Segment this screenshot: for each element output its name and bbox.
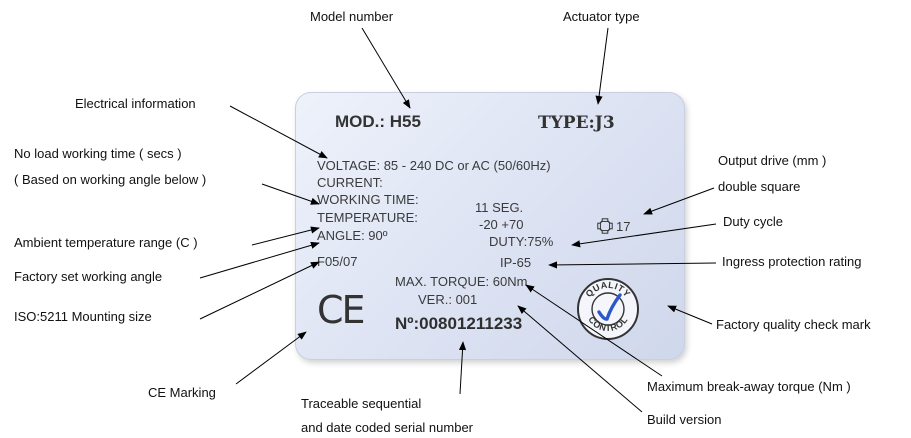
callout-output-drive-line2: double square: [718, 179, 801, 194]
arrow-model-number: [361, 27, 411, 109]
temperature-label: TEMPERATURE:: [317, 210, 418, 225]
working-time-label: WORKING TIME:: [317, 192, 419, 207]
callout-quality-check: Factory quality check mark: [716, 317, 871, 332]
quality-control-stamp: QUALITY CONTROL: [576, 277, 640, 341]
duty-text: DUTY:75%: [489, 234, 554, 249]
arrow-output-drive: [643, 187, 715, 215]
serial-number-text: Nº:00801211233: [395, 314, 523, 333]
callout-duty-cycle: Duty cycle: [723, 214, 783, 229]
callout-max-torque: Maximum break-away torque (Nm ): [647, 379, 851, 394]
double-square-icon: [597, 218, 613, 234]
callout-model-number: Model number: [310, 9, 394, 24]
callout-ambient-temperature: Ambient temperature range (C ): [14, 235, 198, 250]
callout-electrical-information: Electrical information: [75, 96, 196, 111]
ip-rating-text: IP-65: [500, 255, 532, 270]
callout-output-drive-line1: Output drive (mm ): [718, 153, 827, 168]
arrow-actuator-type: [595, 27, 609, 105]
callout-no-load-time-line1: No load working time ( secs ): [14, 146, 182, 161]
type-text: TYPE:J3: [538, 113, 615, 133]
callout-no-load-time-line2: ( Based on working angle below ): [14, 172, 207, 187]
arrow-serial-number: [458, 341, 467, 395]
model-text: MOD.: H55: [335, 112, 421, 131]
torque-text: MAX. TORQUE: 60Nm: [395, 274, 528, 289]
product-label-plate: MOD.: H55 TYPE:J3 VOLTAGE: 85 - 240 DC o…: [295, 92, 685, 360]
voltage-text: VOLTAGE: 85 - 240 DC or AC (50/60Hz): [317, 158, 551, 173]
arrow-build-version: [517, 305, 643, 413]
callout-serial-line2: and date coded serial number: [301, 420, 474, 435]
svg-text:CONTROL: CONTROL: [586, 315, 629, 333]
callout-iso-mounting: ISO:5211 Mounting size: [14, 309, 152, 324]
arrow-ingress-protection: [548, 261, 717, 269]
callout-factory-angle: Factory set working angle: [14, 269, 163, 284]
arrow-max-torque: [525, 284, 663, 377]
drive-size-text: 17: [616, 219, 631, 234]
arrow-ambient-temperature: [251, 226, 320, 246]
ce-mark: CE: [317, 288, 366, 332]
arrow-no-load-time: [261, 183, 320, 205]
callout-ce-marking: CE Marking: [148, 385, 216, 400]
mounting-text: F05/07: [317, 254, 358, 269]
temperature-value: -20 +70: [479, 217, 524, 232]
arrow-duty-cycle: [571, 223, 717, 248]
working-time-value: 11 SEG.: [475, 200, 524, 215]
version-text: VER.: 001: [418, 292, 478, 307]
current-text: CURRENT:: [317, 175, 383, 190]
callout-actuator-type: Actuator type: [563, 9, 640, 24]
stamp-bottom-text: CONTROL: [586, 315, 629, 333]
callout-build-version: Build version: [647, 412, 722, 427]
arrow-ce-marking: [235, 331, 307, 385]
angle-text: ANGLE: 90º: [317, 228, 388, 243]
callout-ingress-protection: Ingress protection rating: [722, 254, 862, 269]
arrow-factory-angle: [199, 241, 320, 279]
arrow-iso-mounting: [199, 261, 320, 320]
arrow-electrical-information: [229, 105, 328, 159]
arrow-quality-check: [667, 305, 713, 325]
callout-serial-line1: Traceable sequential: [301, 396, 422, 411]
check-mark-icon: [597, 293, 622, 321]
